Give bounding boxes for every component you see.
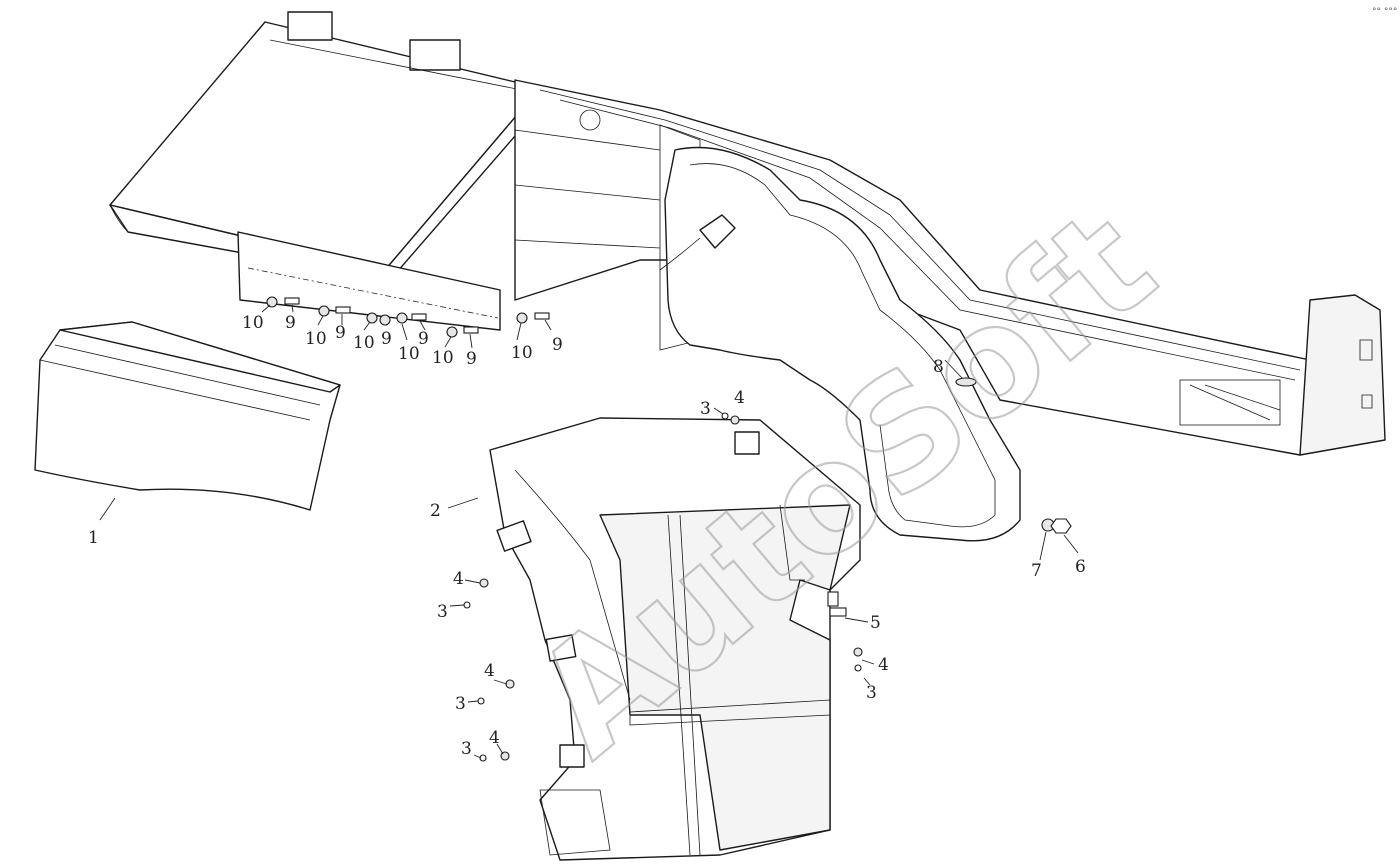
callout-4: 4	[489, 728, 500, 748]
callout-10: 10	[432, 348, 454, 368]
corner-mark: °° °°°	[1372, 7, 1397, 17]
callout-3: 3	[866, 683, 877, 703]
callout-7: 7	[1031, 561, 1042, 581]
callout-9: 9	[552, 335, 563, 355]
callout-9: 9	[466, 349, 477, 369]
callout-8: 8	[933, 357, 944, 377]
callout-10: 10	[398, 344, 420, 364]
callout-9: 9	[418, 329, 429, 349]
callout-10: 10	[305, 329, 327, 349]
callout-9: 9	[285, 313, 296, 333]
body-side-frame	[514, 79, 1386, 542]
callout-3: 3	[437, 602, 448, 622]
upper-tray-panel	[109, 11, 549, 281]
mounting-bracket-plate	[237, 231, 501, 331]
callout-10: 10	[242, 313, 264, 333]
callout-10: 10	[511, 343, 533, 363]
leader-lines	[99, 304, 1079, 759]
wheel-arch-liner	[489, 417, 861, 861]
callout-6: 6	[1075, 557, 1086, 577]
fasteners	[266, 296, 1072, 762]
callout-9: 9	[335, 323, 346, 343]
callout-4: 4	[878, 655, 889, 675]
callout-10: 10	[353, 333, 375, 353]
callout-labels: 1 2 3 4 3 4 3 4 3 4 5 4 3 6 7 8 10 9 10 …	[88, 313, 1086, 759]
callout-9: 9	[381, 329, 392, 349]
callout-5: 5	[870, 613, 881, 633]
callout-1: 1	[88, 528, 99, 548]
connector-plug	[659, 214, 736, 271]
callout-3: 3	[455, 694, 466, 714]
side-cover-panel	[34, 321, 341, 511]
callout-3: 3	[461, 739, 472, 759]
callout-3: 3	[700, 399, 711, 419]
callout-4: 4	[484, 661, 495, 681]
callout-4: 4	[453, 569, 464, 589]
callout-2: 2	[430, 501, 441, 521]
callout-4: 4	[734, 388, 745, 408]
